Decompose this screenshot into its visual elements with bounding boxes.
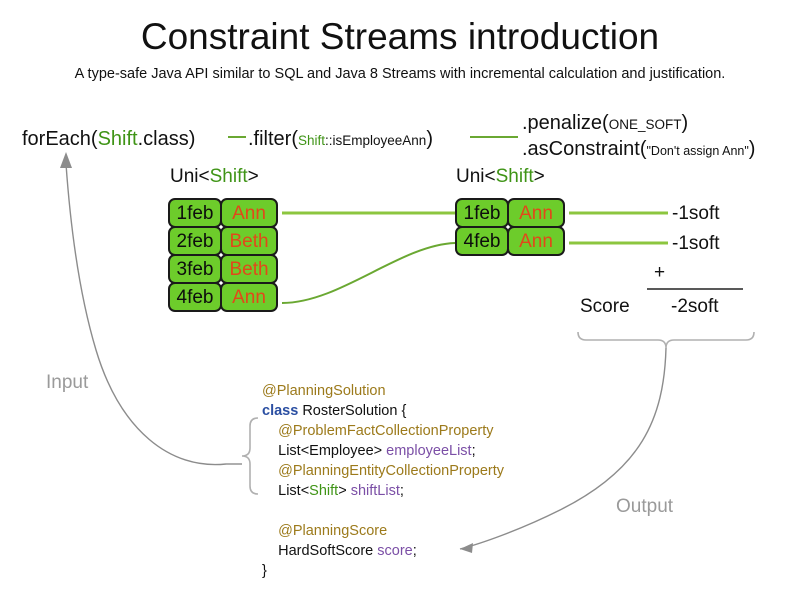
code-token: score [377, 543, 413, 559]
code-line: @PlanningEntityCollectionProperty [262, 461, 504, 481]
shift-employee-cell: Beth [220, 254, 278, 284]
code-token: > [338, 483, 351, 499]
filter-type: Shift [298, 133, 326, 148]
filter-suffix: ) [426, 128, 433, 150]
shift-employee-cell: Ann [220, 282, 278, 312]
page-subtitle: A type-safe Java API similar to SQL and … [74, 66, 726, 82]
score-label: Score [580, 296, 630, 317]
uni-right-prefix: Uni< [456, 166, 496, 187]
asconstraint-arg: "Don't assign Ann" [646, 144, 749, 158]
stream-link-4feb [281, 242, 456, 304]
penalize-expression: .penalize(ONE_SOFT) [522, 112, 688, 135]
code-line: HardSoftScore score; [262, 541, 504, 561]
foreach-suffix: .class) [137, 128, 196, 150]
shift-employee-cell: Ann [507, 198, 565, 228]
code-token: } [262, 563, 267, 579]
code-token: shiftList [350, 483, 400, 499]
shift-date-cell: 1feb [455, 198, 509, 228]
code-line: List<Shift> shiftList; [262, 481, 504, 501]
foreach-prefix: forEach( [22, 128, 98, 150]
code-token: @PlanningScore [278, 523, 388, 539]
code-token: @ProblemFactCollectionProperty [278, 423, 494, 439]
penalize-suffix: ) [681, 112, 689, 134]
penalize-arg: ONE_SOFT [608, 117, 682, 132]
filter-method: ::isEmployeeAnn [325, 133, 427, 148]
uni-right-suffix: > [533, 166, 545, 187]
shift-employee-cell: Ann [507, 226, 565, 256]
code-token: @PlanningEntityCollectionProperty [278, 463, 505, 479]
code-token: @PlanningSolution [262, 383, 386, 399]
shift-date-cell: 4feb [168, 282, 222, 312]
code-line: @PlanningSolution [262, 381, 504, 401]
code-token: ; [412, 543, 417, 559]
filter-expression: .filter(Shift::isEmployeeAnn) [248, 128, 433, 151]
penalty-value-2: -1soft [672, 233, 720, 254]
asconstraint-prefix: .asConstraint( [522, 138, 647, 160]
code-token: ; [399, 483, 404, 499]
uni-right-type: Shift [495, 166, 534, 187]
score-total: -2soft [671, 296, 719, 317]
shift-date-cell: 3feb [168, 254, 222, 284]
score-brace [577, 331, 755, 349]
code-line: } [262, 561, 504, 581]
code-line: @PlanningScore [262, 521, 504, 541]
uni-label-left: Uni<Shift> [170, 166, 259, 188]
shift-date-cell: 1feb [168, 198, 222, 228]
page-title: Constraint Streams introduction [140, 16, 660, 57]
code-token: List<Employee> [278, 443, 387, 459]
penalize-prefix: .penalize( [522, 112, 609, 134]
code-line: @ProblemFactCollectionProperty [262, 421, 504, 441]
fields-brace [241, 417, 259, 495]
foreach-expression: forEach(Shift.class) [22, 128, 195, 151]
code-token: employeeList [386, 443, 472, 459]
shift-employee-cell: Ann [220, 198, 278, 228]
code-token: List< [278, 483, 310, 499]
asconstraint-suffix: ) [748, 138, 756, 160]
code-line: class RosterSolution { [262, 401, 504, 421]
code-token: Shift [309, 483, 339, 499]
sum-divider [647, 288, 743, 290]
shift-date-cell: 2feb [168, 226, 222, 256]
filter-prefix: .filter( [248, 128, 298, 150]
code-token: HardSoftScore [278, 543, 378, 559]
uni-label-right: Uni<Shift> [456, 166, 545, 188]
code-token: class [262, 403, 299, 419]
input-arrowhead [60, 152, 72, 168]
input-label: Input [46, 372, 89, 393]
uni-left-type: Shift [209, 166, 248, 187]
shift-employee-cell: Beth [220, 226, 278, 256]
sum-operator: + [654, 262, 666, 283]
asconstraint-expression: .asConstraint("Don't assign Ann") [522, 138, 755, 161]
foreach-type: Shift [97, 128, 138, 150]
code-token [262, 503, 266, 519]
code-token: ; [471, 443, 476, 459]
code-token: RosterSolution { [298, 403, 407, 419]
penalty-value-1: -1soft [672, 203, 720, 224]
shift-date-cell: 4feb [455, 226, 509, 256]
code-line: List<Employee> employeeList; [262, 441, 504, 461]
uni-left-suffix: > [247, 166, 259, 187]
code-line [262, 501, 504, 521]
uni-left-prefix: Uni< [170, 166, 210, 187]
output-label: Output [616, 496, 674, 517]
